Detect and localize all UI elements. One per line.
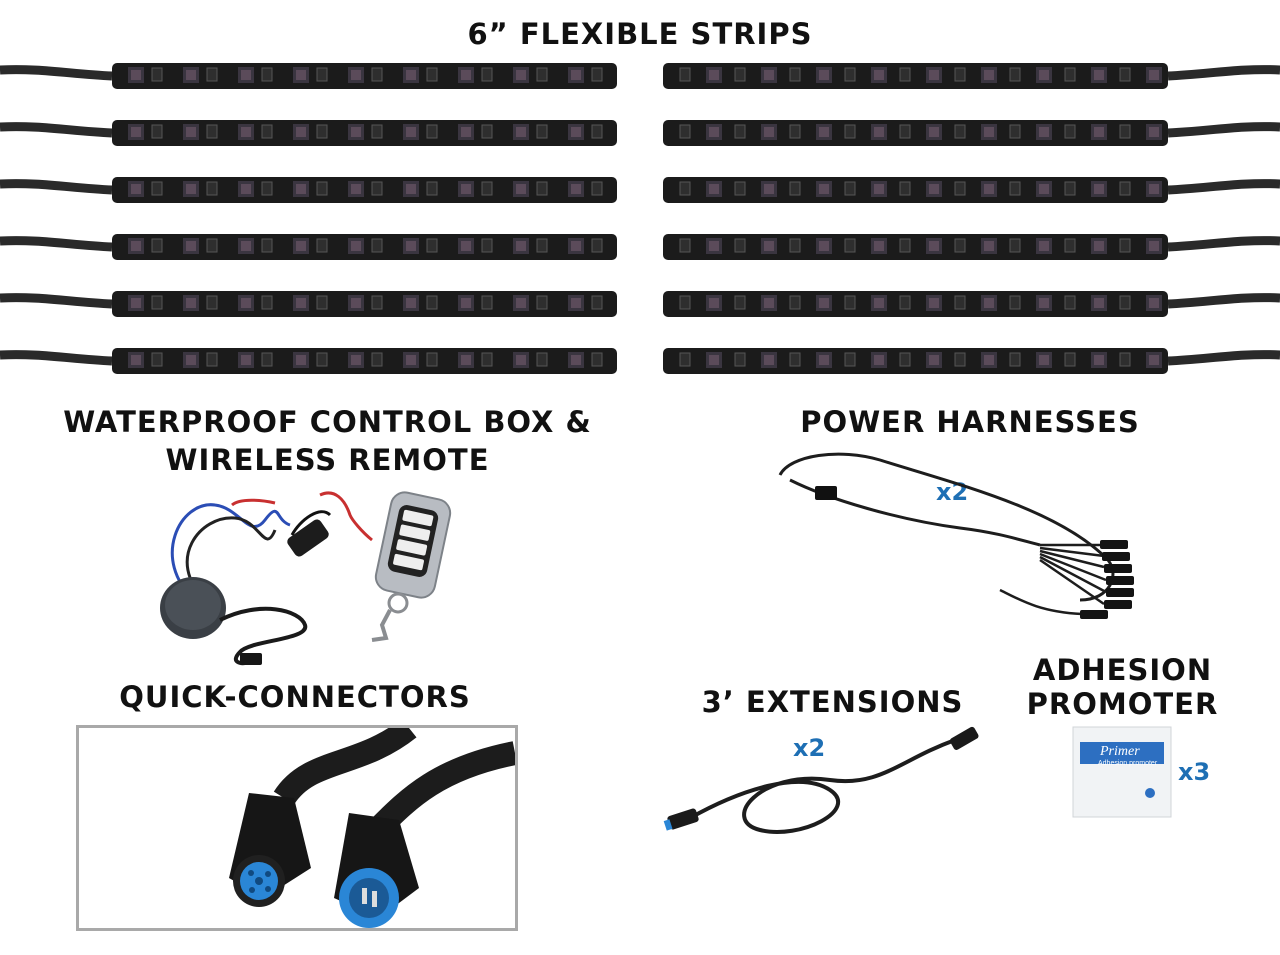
- remote-body: [374, 491, 452, 599]
- led-strip: [663, 291, 1280, 317]
- led-strips-illustration: [0, 63, 1280, 374]
- extensions-quantity: x2: [793, 734, 826, 762]
- remote-button-3: [396, 539, 428, 556]
- primer-brand: Primer: [1100, 744, 1140, 759]
- harness-plug: [815, 486, 837, 500]
- led-strip: [663, 348, 1280, 374]
- extensions-heading: 3’ EXTENSIONS: [701, 685, 964, 719]
- quick-connectors-heading: QUICK-CONNECTORS: [119, 680, 471, 714]
- remote-button-2: [399, 524, 431, 541]
- power-harnesses-quantity: x2: [936, 478, 969, 506]
- led-strip: [663, 177, 1280, 203]
- strips-heading: 6” FLEXIBLE STRIPS: [467, 17, 813, 51]
- remote-button-4: [393, 553, 424, 571]
- led-strip: [663, 120, 1280, 146]
- extension-plug-right: [949, 726, 979, 750]
- led-strip: [0, 120, 617, 146]
- adhesion-heading-line2: PROMOTER: [1026, 687, 1219, 721]
- quick-connector-illustration: [229, 728, 515, 928]
- power-harnesses-heading: POWER HARNESSES: [800, 405, 1140, 439]
- extension-plug-left: [667, 808, 699, 830]
- led-strip: [0, 63, 617, 89]
- adhesion-quantity: x3: [1178, 758, 1211, 786]
- adhesion-heading-line1: ADHESION: [1032, 653, 1213, 687]
- led-strip: [0, 234, 617, 260]
- control-box-heading-line1: WATERPROOF CONTROL BOX &: [63, 405, 592, 439]
- primer-subtitle: Adhesion promoter: [1098, 760, 1158, 767]
- control-box-puck: [160, 577, 226, 639]
- led-strip: [0, 348, 617, 374]
- led-strip: [0, 291, 617, 317]
- control-box-plug: [240, 653, 262, 665]
- led-strip: [0, 177, 617, 203]
- led-strip: [663, 234, 1280, 260]
- fuse-holder: [287, 519, 329, 557]
- control-box-heading-line2: WIRELESS REMOTE: [165, 443, 490, 477]
- remote-button-1: [402, 509, 434, 527]
- quick-connectors-inset: [76, 725, 518, 931]
- led-strip: [663, 63, 1280, 89]
